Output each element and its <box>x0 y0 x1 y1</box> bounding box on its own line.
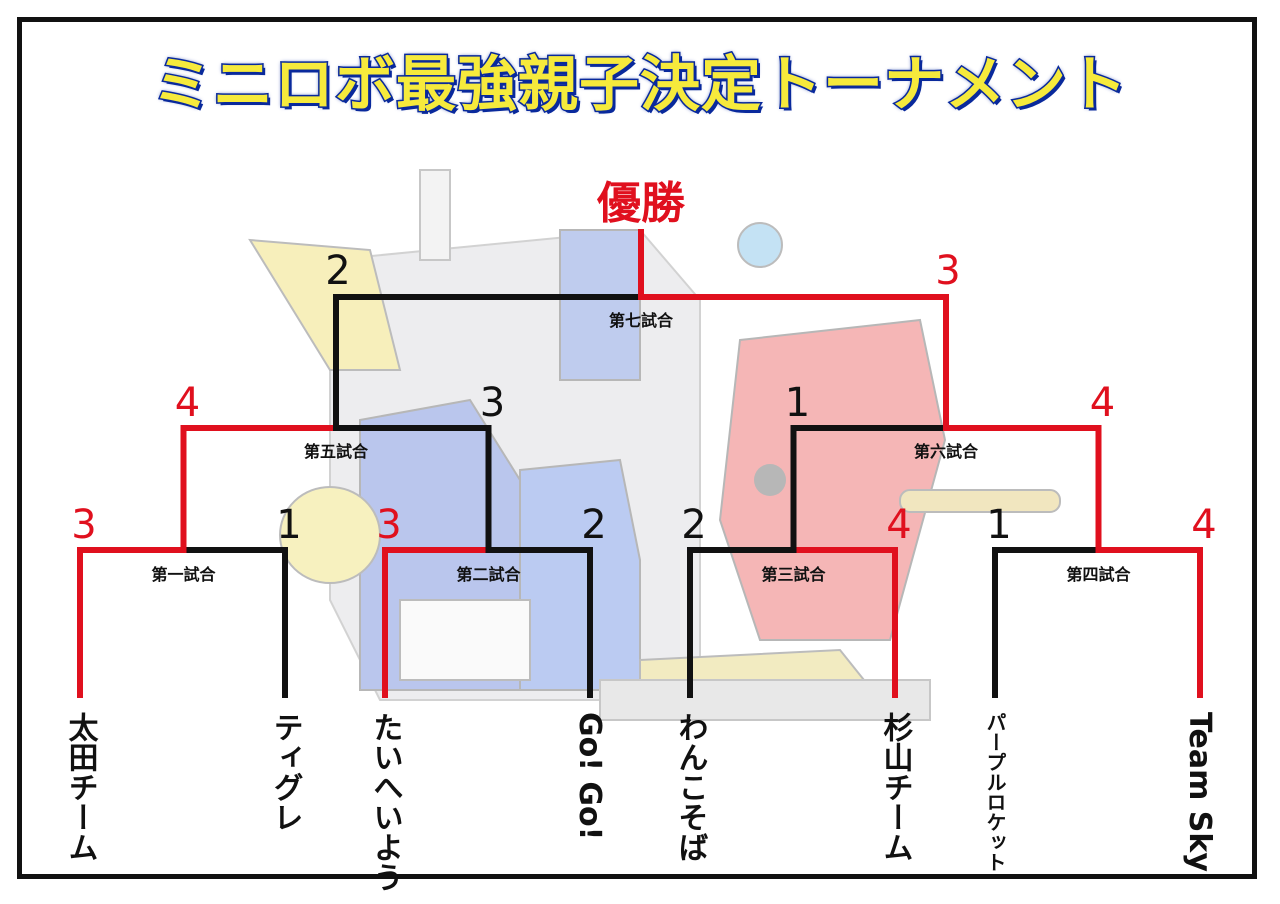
team-name: 杉山チーム <box>878 712 914 862</box>
team-name: わんこそば <box>673 712 708 862</box>
score-label: 2 <box>325 248 350 294</box>
score-label: 3 <box>71 502 96 548</box>
score-label: 2 <box>681 502 706 548</box>
team-name: Team Sky <box>1182 712 1217 872</box>
score-label: 4 <box>886 502 911 548</box>
team-name: パープルロケット <box>983 712 1007 872</box>
score-label: 3 <box>480 380 505 426</box>
score-label: 4 <box>175 380 200 426</box>
match-label: 第二試合 <box>456 565 521 584</box>
score-label: 3 <box>376 502 401 548</box>
tournament-title: ミニロボ最強親子決定トーナメント <box>151 49 1129 122</box>
team-name: Go! Go! <box>572 712 607 840</box>
score-label: 3 <box>935 248 960 294</box>
score-label: 1 <box>986 502 1011 548</box>
match-label: 第三試合 <box>761 565 826 584</box>
match-label: 第七試合 <box>609 311 674 330</box>
page-frame <box>17 17 1257 879</box>
match-label: 第五試合 <box>304 442 369 461</box>
match-label: 第一試合 <box>151 565 216 584</box>
score-label: 2 <box>581 502 606 548</box>
score-label: 4 <box>1090 380 1115 426</box>
team-name: 太田チーム <box>63 712 99 862</box>
score-label: 1 <box>276 502 301 548</box>
champion-label: 優勝 <box>596 178 686 229</box>
match-label: 第六試合 <box>914 442 979 461</box>
score-label: 1 <box>785 380 810 426</box>
team-name: ティグレ <box>268 712 303 832</box>
score-label: 4 <box>1191 502 1216 548</box>
match-label: 第四試合 <box>1066 565 1131 584</box>
team-name: たいへいよう <box>368 712 403 892</box>
